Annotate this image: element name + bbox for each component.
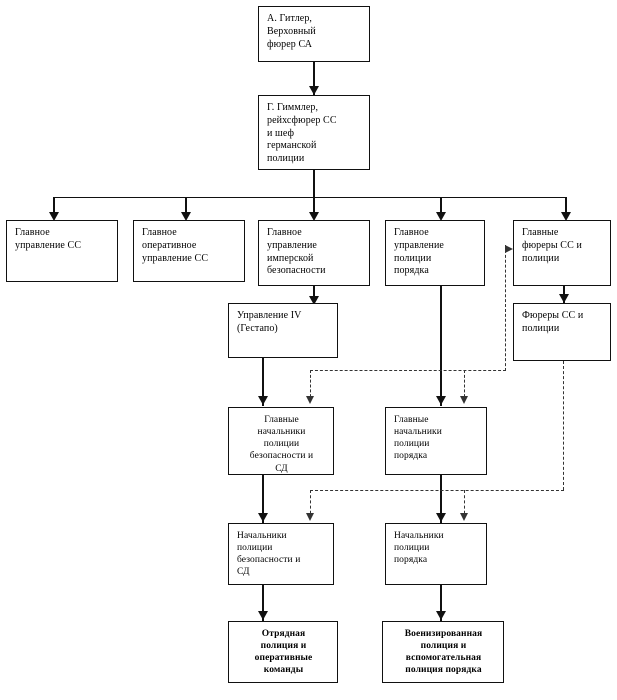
dashed-drop-kdso xyxy=(310,490,311,519)
arrowhead-bdo xyxy=(435,396,446,405)
node-kdo-label: Начальники полиции порядка xyxy=(394,531,444,566)
node-kdo: Начальники полиции порядка xyxy=(385,523,487,585)
node-sspf-label: Фюреры СС и полиции xyxy=(522,310,584,334)
arrowhead-amtiv xyxy=(308,296,319,305)
node-milit-polizei-label: Военизированная полиция и вспомогательна… xyxy=(404,629,483,676)
connector-hitler-himmler xyxy=(313,62,315,95)
node-hitler-label: А. Гитлер, Верховный фюрер СА xyxy=(267,13,316,50)
connector-himmler-bus xyxy=(313,170,315,198)
connector-bdso-kdso xyxy=(262,475,264,523)
connector-bus-hauptamt-ss xyxy=(53,196,55,217)
arrowhead-bdso-dashed xyxy=(305,396,314,404)
dashed-drop-kdo xyxy=(464,490,465,519)
node-hsspf-label: Главные фюреры СС и полиции xyxy=(522,227,582,264)
node-bdso: Главные начальники полиции безопасности … xyxy=(228,407,334,475)
arrowhead-himmler xyxy=(308,86,319,95)
arrowhead-bdo-dashed xyxy=(459,396,468,404)
node-kdso: Начальники полиции безопасности и СД xyxy=(228,523,334,585)
arrowhead-hauptamt-ss xyxy=(48,212,59,221)
node-bdso-label: Главные начальники полиции безопасности … xyxy=(249,415,314,474)
node-kdso-label: Начальники полиции безопасности и СД xyxy=(237,531,301,578)
arrowhead-milit-polizei xyxy=(435,611,446,620)
node-sspf: Фюреры СС и полиции xyxy=(513,303,611,361)
connector-amtiv-bdso xyxy=(262,358,264,406)
node-einsatz: Отрядная полиция и оперативные команды xyxy=(228,621,338,683)
arrowhead-hsspf xyxy=(560,212,571,221)
node-einsatz-label: Отрядная полиция и оперативные команды xyxy=(254,629,313,676)
arrowhead-kdo xyxy=(435,513,446,522)
arrowhead-kdso-dashed xyxy=(305,513,314,521)
node-orpo-hauptamt: Главное управление полиции порядка xyxy=(385,220,485,286)
connector-kdo-milit xyxy=(440,585,442,621)
connector-orpo-bdo xyxy=(440,286,442,406)
arrowhead-sspf xyxy=(558,294,569,303)
node-orpo-hauptamt-label: Главное управление полиции порядка xyxy=(394,227,444,277)
arrowhead-hauptamt-operativ xyxy=(180,212,191,221)
dashed-bus-lower xyxy=(310,490,564,491)
node-milit-polizei: Военизированная полиция и вспомогательна… xyxy=(382,621,504,683)
connector-kdso-einsatz xyxy=(262,585,264,621)
arrowhead-einsatz xyxy=(257,611,268,620)
connector-bus-hsspf xyxy=(565,196,567,217)
arrowhead-kdso xyxy=(257,513,268,522)
node-rsha-label: Главное управление имперской безопасност… xyxy=(267,227,326,277)
node-hauptamt-operativ-label: Главное оперативное управление СС xyxy=(142,227,209,264)
arrowhead-bdso xyxy=(257,396,268,405)
arrowhead-rsha xyxy=(308,212,319,221)
dashed-bus-upper xyxy=(310,370,506,371)
connector-bus-orpo xyxy=(440,196,442,217)
distribution-bus xyxy=(53,196,565,199)
node-hauptamt-ss-label: Главное управление СС xyxy=(15,227,82,251)
node-himmler: Г. Гиммлер, рейхсфюрер СС и шеф германск… xyxy=(258,95,370,170)
dashed-connector-hsspf-vertical xyxy=(505,245,506,371)
dashed-drop-bdo xyxy=(464,370,465,402)
arrowhead-kdo-dashed xyxy=(459,513,468,521)
connector-bdo-kdo xyxy=(440,475,442,523)
node-himmler-label: Г. Гиммлер, рейхсфюрер СС и шеф германск… xyxy=(267,102,337,165)
dashed-drop-bdso xyxy=(310,370,311,402)
node-hauptamt-ss: Главное управление СС xyxy=(6,220,118,282)
node-bdo-label: Главные начальники полиции порядка xyxy=(394,415,442,462)
connector-bus-rsha xyxy=(313,196,315,217)
node-bdo: Главные начальники полиции порядка xyxy=(385,407,487,475)
node-hitler: А. Гитлер, Верховный фюрер СА xyxy=(258,6,370,62)
arrowhead-hsspf-dashed xyxy=(505,245,513,253)
node-hsspf: Главные фюреры СС и полиции xyxy=(513,220,611,286)
node-rsha: Главное управление имперской безопасност… xyxy=(258,220,370,286)
node-amt-iv: Управление IV (Гестапо) xyxy=(228,303,338,358)
arrowhead-orpo xyxy=(435,212,446,221)
node-hauptamt-operativ: Главное оперативное управление СС xyxy=(133,220,245,282)
connector-bus-hauptamt-operativ xyxy=(185,196,187,217)
dashed-connector-sspf-vertical xyxy=(563,361,564,490)
node-amt-iv-label: Управление IV (Гестапо) xyxy=(237,310,302,334)
